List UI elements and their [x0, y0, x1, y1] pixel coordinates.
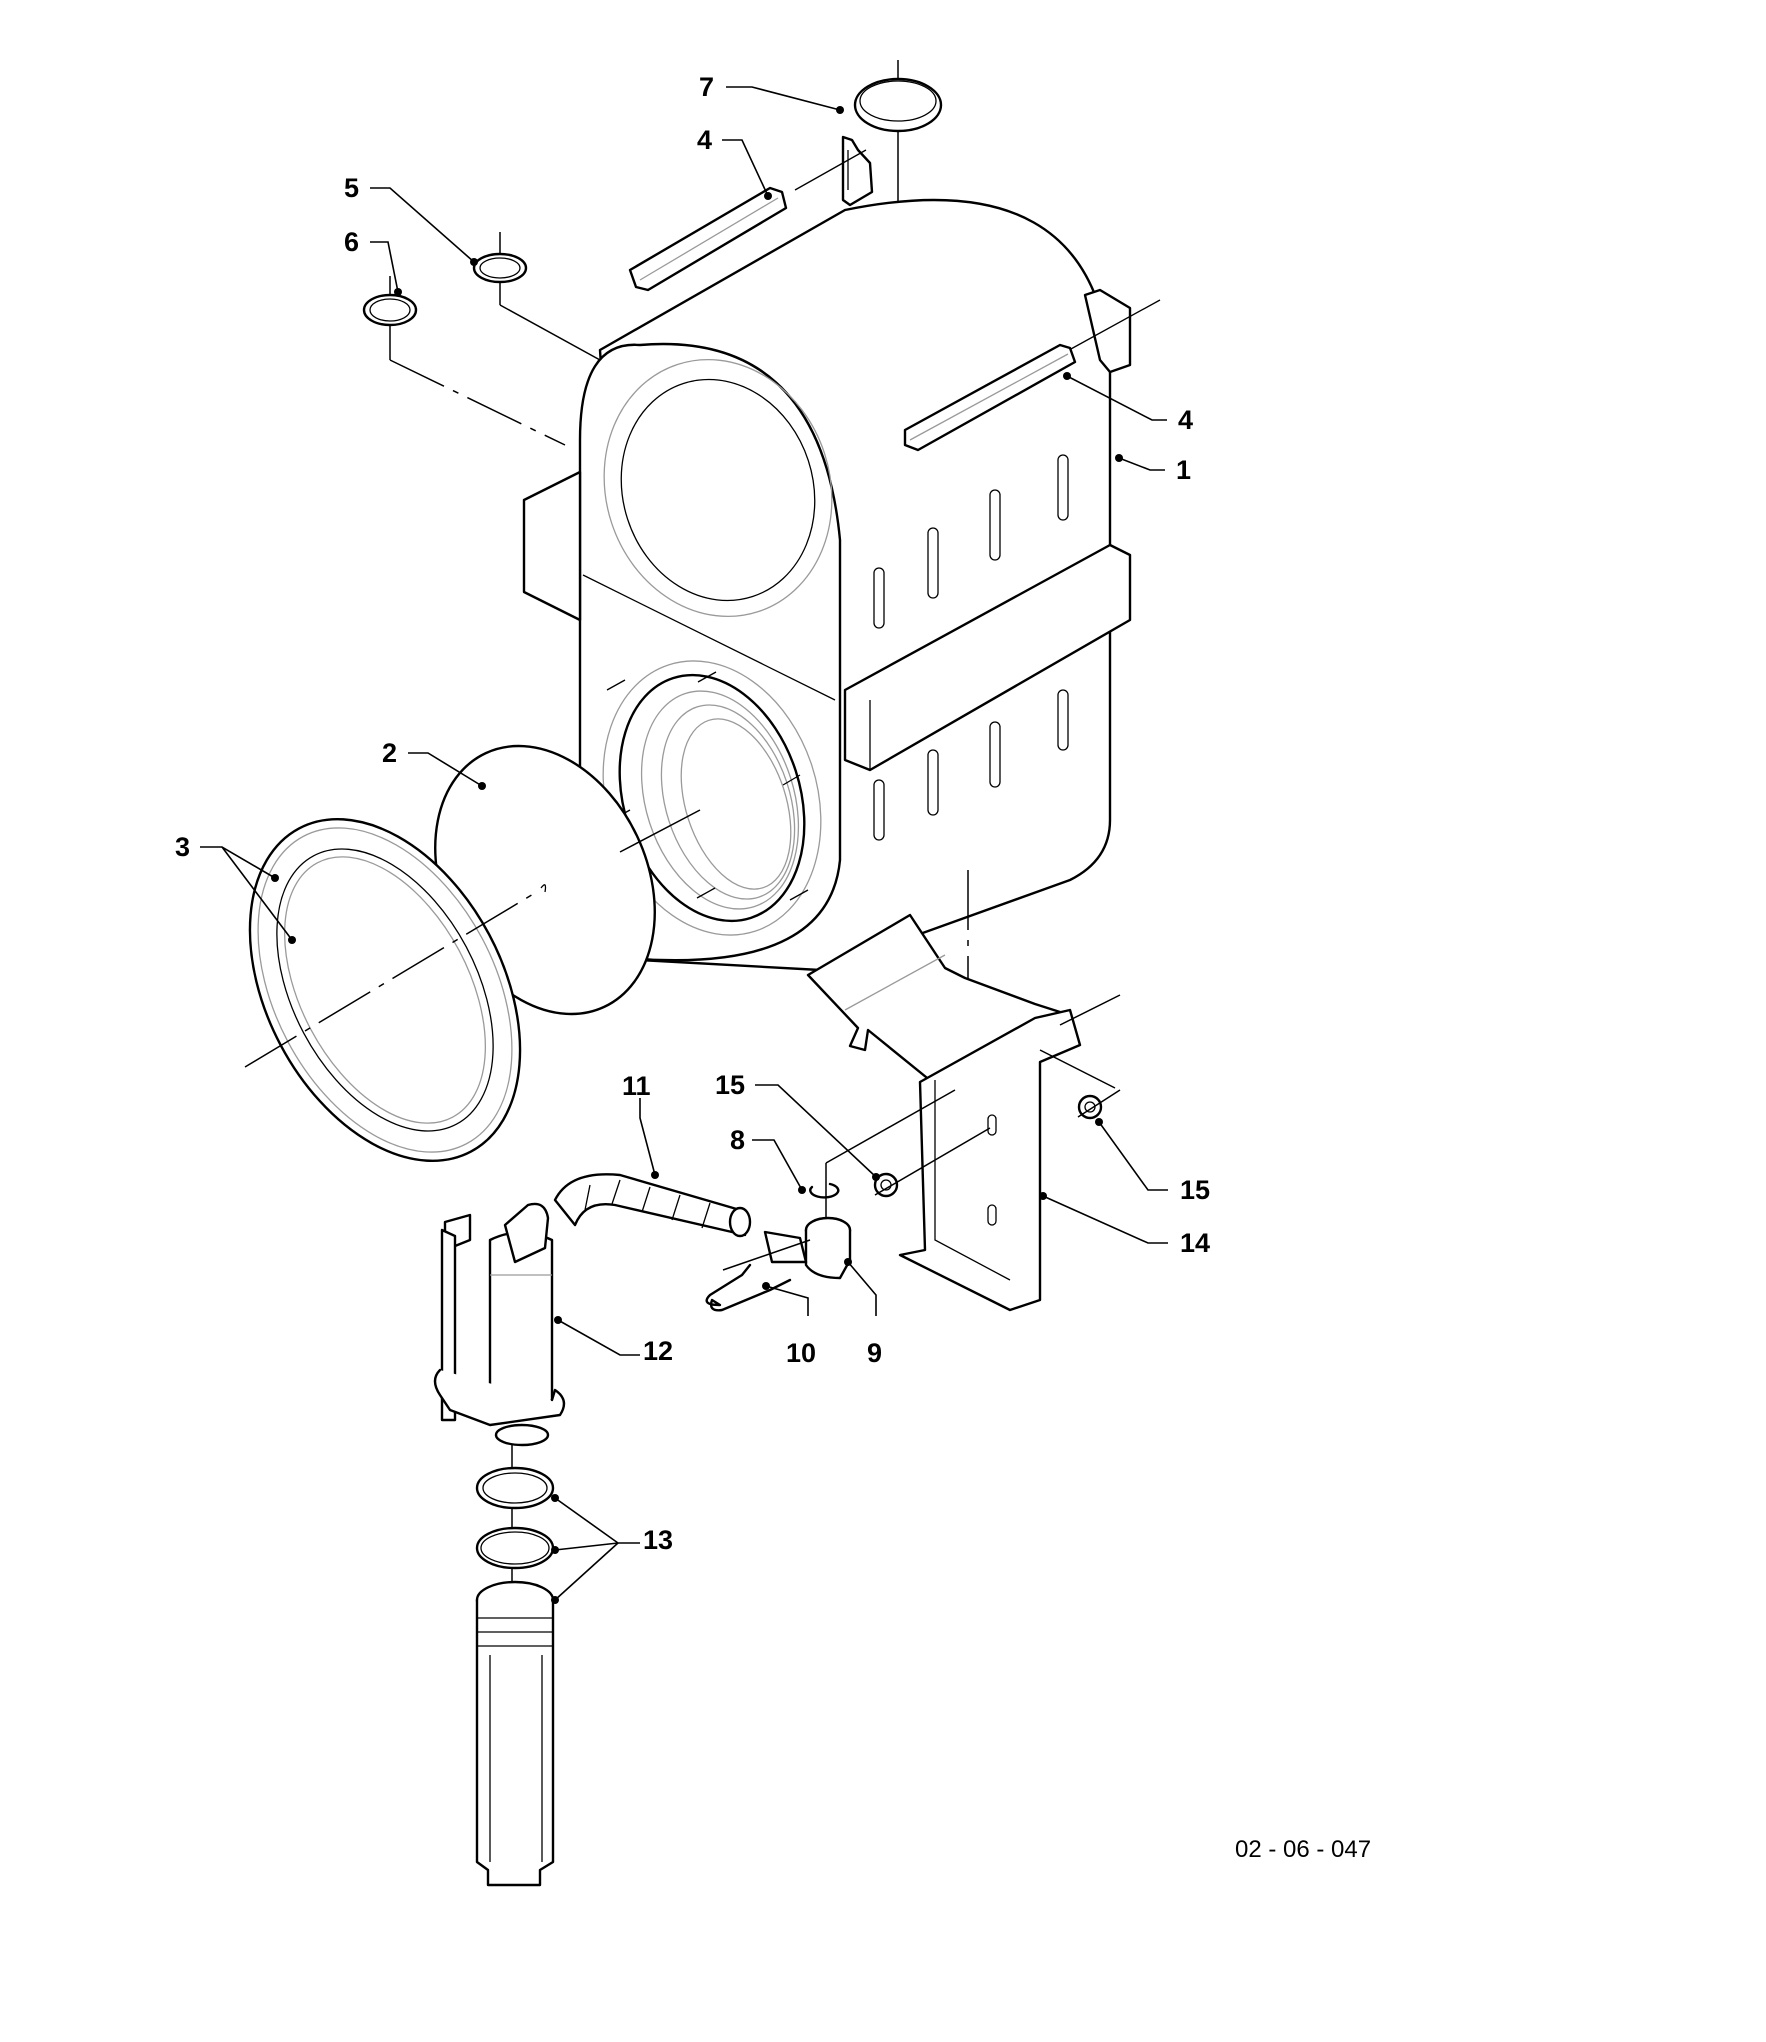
callout-8: 8 [730, 1125, 746, 1155]
callout-10: 10 [786, 1338, 817, 1368]
part-15-nut-left [873, 1127, 991, 1198]
callout-14: 14 [1180, 1228, 1211, 1258]
part-14-mounting-bracket [806, 870, 1121, 1312]
part-12-filter-body [433, 1202, 566, 1447]
callout-9: 9 [867, 1338, 883, 1368]
callout-15-left: 15 [715, 1070, 746, 1100]
part-6-o-ring [362, 276, 566, 446]
callout-13: 13 [643, 1525, 674, 1555]
part-9-elbow-fitting [763, 1216, 852, 1280]
figure-reference: 02 - 06 - 047 [1235, 1836, 1372, 1863]
callout-15-right: 15 [1180, 1175, 1211, 1205]
callout-12: 12 [643, 1336, 674, 1366]
callout-3: 3 [175, 832, 191, 862]
callout-11: 11 [622, 1071, 651, 1101]
callout-7: 7 [699, 72, 715, 102]
callout-4-side: 4 [1178, 405, 1194, 435]
callout-2: 2 [382, 738, 398, 768]
part-10-spring-clip [705, 1239, 811, 1312]
callout-5: 5 [344, 173, 360, 203]
part-4-strip-side [903, 343, 1077, 452]
part-11-corrugated-hose [553, 1173, 752, 1238]
part-13-seals-and-element [475, 1445, 555, 1887]
part-4-strip-top [628, 135, 874, 292]
callout-6: 6 [344, 227, 360, 257]
part-3-gasket-rings [244, 817, 541, 1163]
callout-leaders [200, 86, 1168, 1604]
part-15-nut-right [1077, 1089, 1121, 1120]
part-5-o-ring [472, 232, 601, 361]
callout-1: 1 [1176, 455, 1192, 485]
callout-4-top: 4 [697, 125, 713, 155]
